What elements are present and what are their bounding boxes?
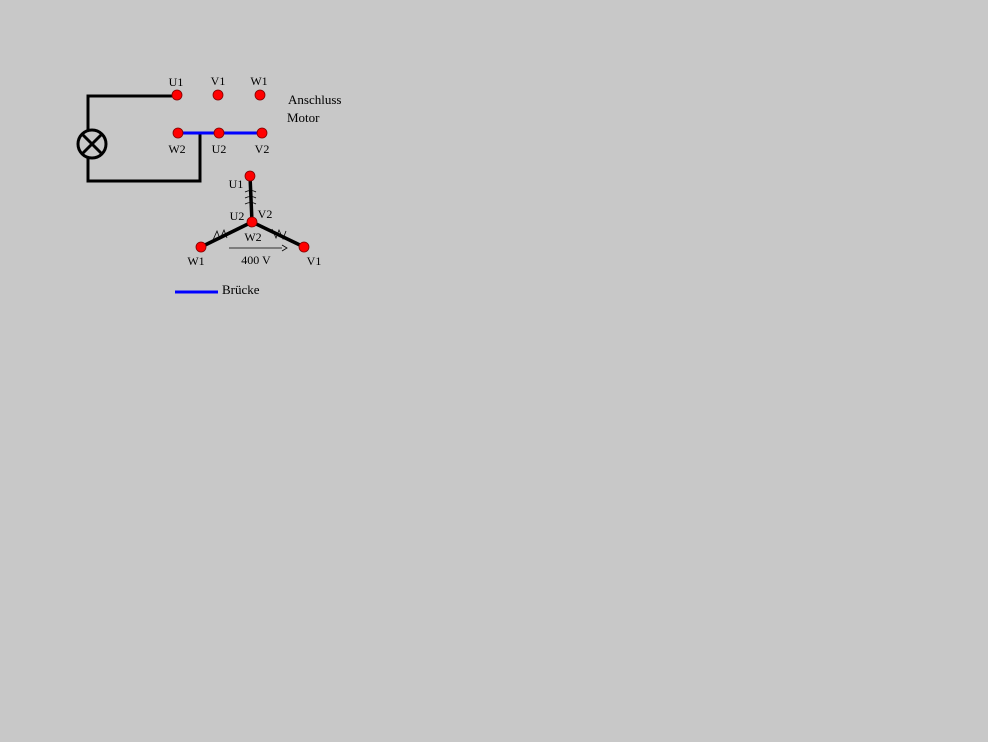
star-label-v1: V1	[307, 254, 322, 268]
terminal-w2	[172, 127, 184, 139]
terminals	[171, 89, 268, 139]
label-v1: V1	[211, 74, 226, 88]
terminal-v2	[256, 127, 268, 139]
legend: Brücke	[175, 282, 260, 297]
terminal-w1	[254, 89, 266, 101]
star-label-u2: U2	[230, 209, 245, 223]
label-w2: W2	[168, 142, 185, 156]
label-w1: W1	[250, 74, 267, 88]
lamp-circuit	[76, 94, 202, 183]
voltage-label: 400 V	[241, 253, 271, 267]
star-label-w2: W2	[244, 230, 261, 244]
terminal-u1	[171, 89, 183, 101]
caption-line1: Anschluss	[288, 92, 341, 107]
label-u1: U1	[169, 75, 184, 89]
winding-coils	[212, 190, 287, 241]
lamp-icon	[76, 128, 108, 160]
star-label-w1: W1	[187, 254, 204, 268]
terminal-u2	[213, 127, 225, 139]
star-diagram: U1 U2 V2 W2 W1 V1 400 V	[187, 170, 322, 268]
label-v2: V2	[255, 142, 270, 156]
bridge-legend-label: Brücke	[222, 282, 260, 297]
star-label-v2: V2	[258, 207, 273, 221]
label-u2: U2	[212, 142, 227, 156]
caption-line2: Motor	[287, 110, 320, 125]
star-label-u1: U1	[229, 177, 244, 191]
terminal-v1	[212, 89, 224, 101]
